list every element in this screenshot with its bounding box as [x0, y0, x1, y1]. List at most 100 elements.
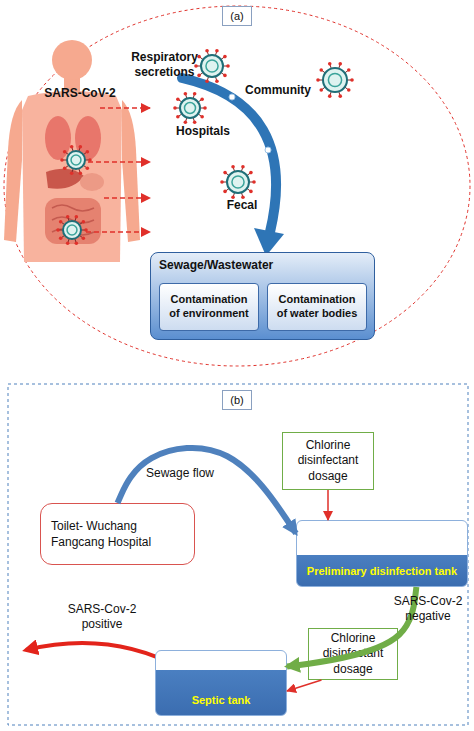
annotation-label: SARS-Cov-2 positive: [62, 602, 142, 632]
body-arm: [122, 100, 140, 242]
panel-frame: [8, 384, 468, 725]
virus-body: [67, 151, 85, 169]
virus-core: [328, 73, 341, 86]
process-box: Contamination of water bodies: [267, 283, 367, 331]
virus-spike: [223, 55, 227, 59]
virus-spike: [347, 68, 351, 72]
virus-spike: [82, 236, 86, 240]
virus-spike: [176, 97, 180, 101]
human-body: [4, 40, 140, 262]
dosage-box: Chlorine disinfectant dosage: [308, 628, 398, 680]
virus-icon: [316, 62, 354, 98]
annotation-label: Fecal: [222, 198, 262, 213]
virus-spike: [70, 145, 74, 149]
virus-spike: [319, 88, 323, 92]
sewage-box: Sewage/WastewaterContamination of enviro…: [150, 252, 375, 340]
node-text: Contamination of environment: [164, 293, 254, 321]
tank-box: Preliminary disinfection tank: [296, 520, 468, 587]
virus-spike: [75, 215, 79, 219]
virus-spike: [226, 64, 230, 68]
virus-spike: [63, 150, 67, 154]
virus-body: [227, 171, 249, 193]
virus-spike: [197, 74, 201, 78]
virus-spike: [66, 215, 70, 219]
spread-arrow: [104, 197, 150, 199]
node-text: Contamination of water bodies: [272, 293, 362, 321]
virus-spike: [79, 145, 83, 149]
node-text: Chlorine disinfectant dosage: [287, 438, 369, 485]
virus-spike: [205, 79, 209, 83]
virus-spike: [86, 150, 90, 154]
virus-spike: [205, 49, 209, 53]
virus-spike: [241, 165, 245, 169]
panel-tag: (a): [222, 6, 252, 26]
organ-intestine: [45, 198, 101, 244]
virus-spike: [79, 172, 83, 176]
spread-arrow: [100, 107, 150, 109]
organ-stomach: [80, 173, 104, 191]
virus-spike: [194, 64, 198, 68]
virus-body: [63, 221, 81, 239]
node-text: Preliminary disinfection tank: [307, 565, 457, 577]
node-text: Sewage/Wastewater: [151, 253, 374, 277]
dosage-box: Chlorine disinfectant dosage: [282, 432, 374, 490]
virus-spike: [215, 79, 219, 83]
virus-spike: [193, 120, 197, 124]
virus-spike: [84, 228, 88, 232]
virus-body: [180, 98, 200, 118]
virus-icon: [194, 49, 230, 83]
virus-spike: [223, 190, 227, 194]
virus-spike: [231, 165, 235, 169]
source-box: Toilet- Wuchang Fangcang Hospital: [40, 503, 195, 565]
virus-spike: [70, 172, 74, 176]
virus-icon: [60, 145, 92, 175]
arrow-dot: [265, 147, 271, 153]
virus-spike: [86, 166, 90, 170]
virus-spike: [220, 180, 224, 184]
annotation-label: SARS-CoV-2: [40, 86, 120, 101]
virus-body: [201, 55, 223, 77]
virus-spike: [200, 115, 204, 119]
organ-liver: [46, 169, 84, 189]
virus-spike: [316, 78, 320, 82]
panel-outline: [4, 6, 470, 366]
virus-spike: [347, 88, 351, 92]
edge-label: Sewage flow: [140, 466, 220, 481]
annotation-label: Respiratory secretions: [122, 50, 207, 80]
virus-spike: [200, 97, 204, 101]
organ-lung: [45, 116, 71, 160]
virus-spike: [328, 62, 332, 66]
virus-spike: [59, 236, 63, 240]
virus-spike: [338, 94, 342, 98]
node-text: Toilet- Wuchang Fangcang Hospital: [51, 518, 184, 550]
virus-spike: [223, 74, 227, 78]
virus-spike: [252, 180, 256, 184]
virus-spike: [173, 106, 177, 110]
body-torso: [22, 91, 122, 262]
virus-spike: [176, 115, 180, 119]
node-text: Septic tank: [192, 694, 251, 706]
virus-spike: [184, 92, 188, 96]
virus-spike: [319, 68, 323, 72]
virus-spike: [56, 228, 60, 232]
spread-arrow: [88, 161, 150, 163]
virus-core: [71, 155, 81, 165]
node-text: Chlorine disinfectant dosage: [313, 631, 393, 678]
node-text: (a): [230, 10, 243, 22]
annotation-label: Hospitals: [173, 124, 233, 139]
body-head: [52, 40, 92, 80]
virus-spike: [75, 242, 79, 246]
annotation-label: Community: [243, 83, 313, 98]
edge-label: SARS-Cov-2 negative: [392, 594, 464, 624]
virus-spike: [63, 166, 67, 170]
arrow-dot: [229, 94, 235, 100]
virus-spike: [328, 94, 332, 98]
virus-spike: [59, 220, 63, 224]
virus-core: [185, 103, 196, 114]
body-arm: [4, 100, 22, 242]
process-box: Contamination of environment: [159, 283, 259, 331]
node-text: (b): [230, 394, 243, 406]
